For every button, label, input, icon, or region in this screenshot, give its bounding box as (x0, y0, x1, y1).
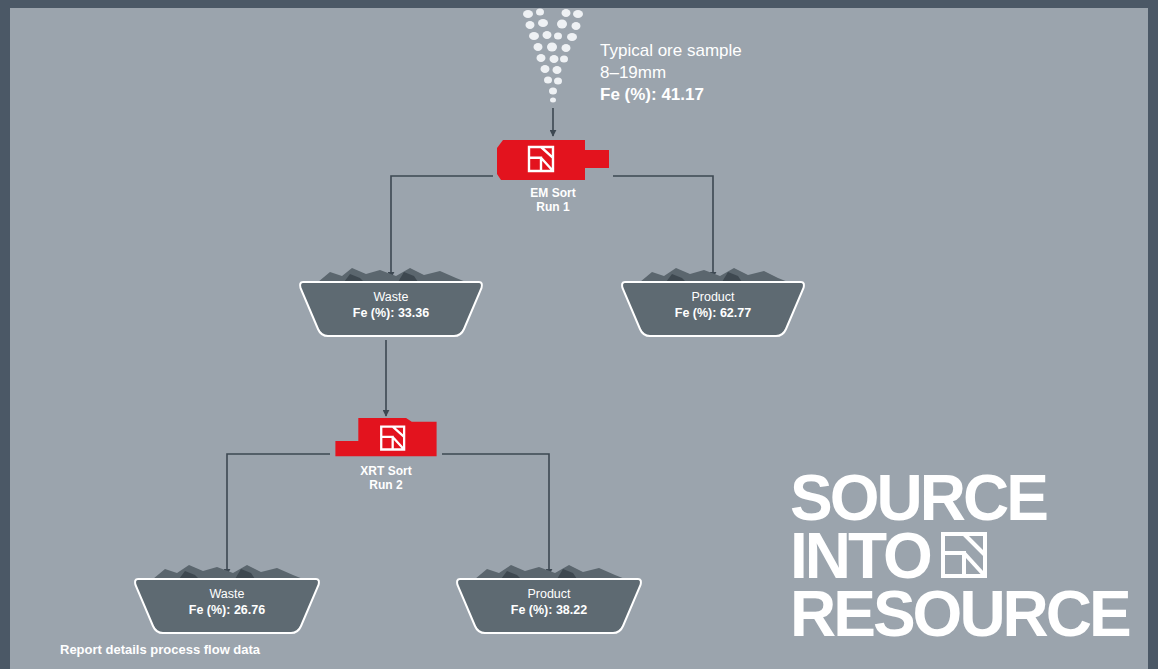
flow-connector (552, 108, 554, 136)
flow-connector (227, 454, 330, 575)
flow-connector (385, 340, 387, 416)
logo-word: SOURCE (790, 466, 1046, 530)
logo-icon (529, 147, 553, 171)
sorter-body (497, 140, 609, 180)
ore-illustration (518, 4, 588, 108)
sample-label: Typical ore sample (600, 40, 790, 62)
grade-value: Fe (%): 62.77 (675, 305, 751, 321)
grade-value: Fe (%): 26.76 (189, 602, 265, 618)
logo-icon (381, 427, 404, 450)
grade-value: Fe (%): 38.22 (511, 602, 587, 618)
sorter-label: XRT Sort Run 2 (356, 464, 416, 492)
output-bin: WasteFe (%): 33.36 (298, 280, 484, 338)
sorter-shape (493, 138, 613, 182)
bin-outline (300, 282, 482, 336)
bin-title: Product (527, 586, 570, 602)
sample-label: 8–19mm (600, 62, 790, 84)
bin-title: Waste (210, 586, 245, 602)
flow-connector (442, 454, 549, 575)
sorter-machine: XRT Sort Run 2 (330, 418, 442, 492)
sorter-body (335, 418, 436, 456)
sorter-shape (330, 418, 442, 460)
logo-symbol (940, 531, 988, 579)
sorter-machine: EM Sort Run 1 (493, 138, 613, 214)
bin-title: Product (691, 289, 734, 305)
bin-title: Waste (374, 289, 409, 305)
flow-connector (391, 176, 493, 278)
sorter-label: EM Sort Run 1 (525, 186, 581, 214)
bin-outline (135, 579, 319, 633)
ore-sample: Typical ore sample8–19mmFe (%): 41.17 (520, 40, 790, 106)
bin-outline (622, 282, 804, 336)
output-bin: ProductFe (%): 38.22 (455, 577, 643, 635)
output-bin: WasteFe (%): 26.76 (133, 577, 321, 635)
bin-outline (457, 579, 641, 633)
grade-value: Fe (%): 41.17 (600, 84, 790, 106)
output-bin: ProductFe (%): 62.77 (620, 280, 806, 338)
grade-value: Fe (%): 33.36 (353, 305, 429, 321)
flow-connector (613, 176, 713, 278)
footnote: Report details process flow data (60, 642, 260, 658)
logo-word: RESOURCE (790, 582, 1129, 646)
logo-word: INTO (790, 524, 930, 588)
